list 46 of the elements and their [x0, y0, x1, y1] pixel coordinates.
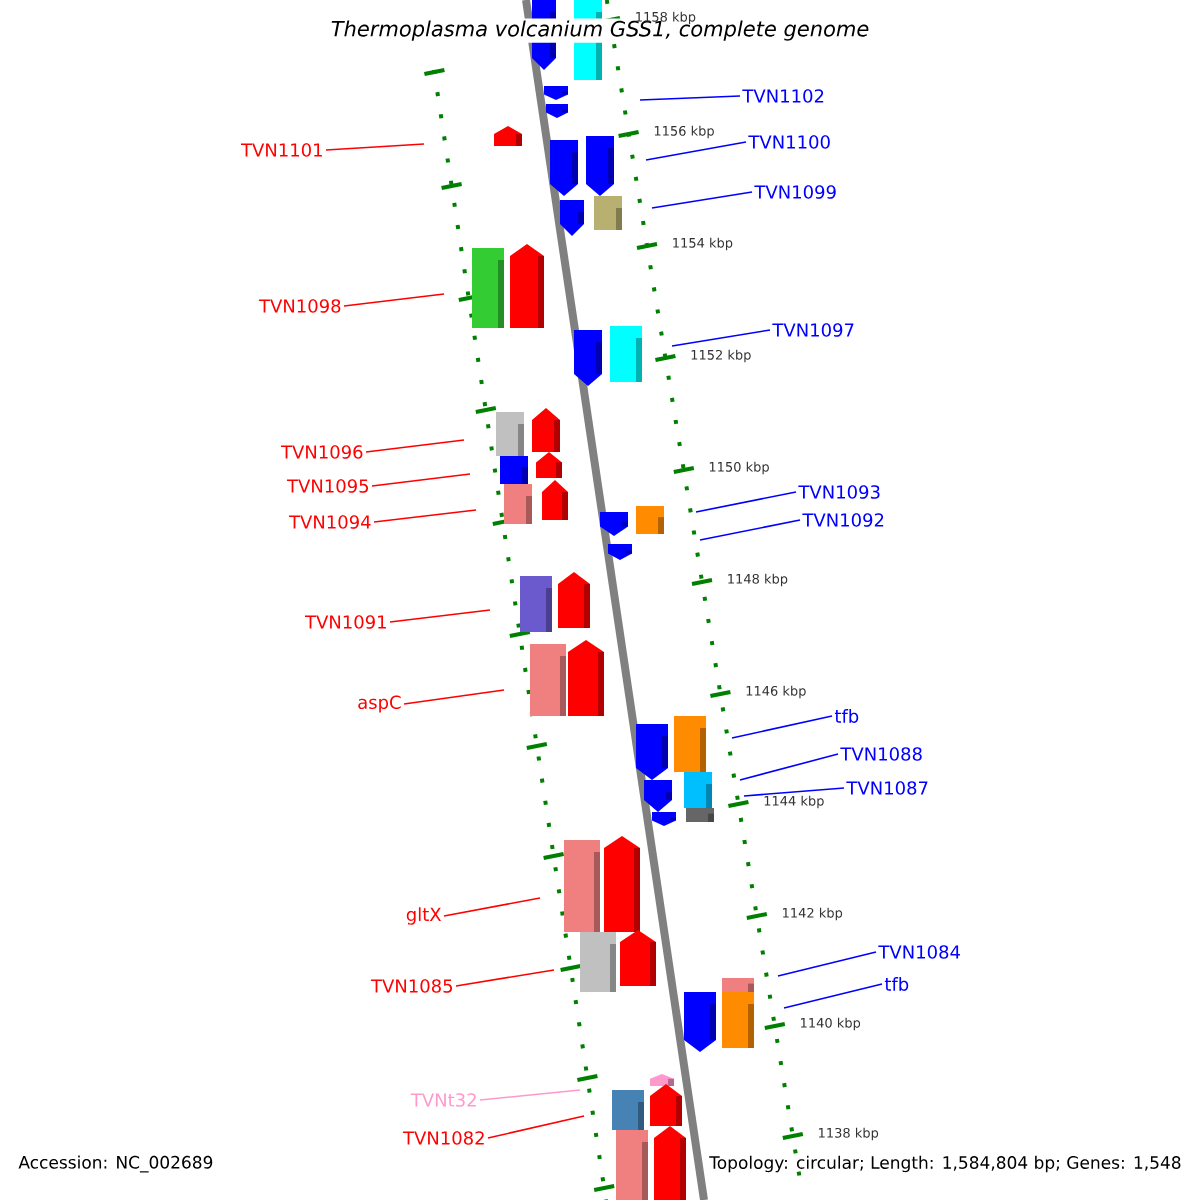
leader-line — [731, 715, 833, 739]
gene-label: TVN1096 — [280, 445, 363, 459]
leader-line — [373, 509, 477, 523]
leader-line — [403, 689, 505, 705]
leader-line — [455, 969, 555, 987]
gene-label: TVN1085 — [370, 979, 452, 993]
leader-line — [371, 473, 471, 487]
leader-line — [743, 787, 845, 797]
gene-label: tfb — [884, 977, 909, 991]
gene-label: TVN1100 — [748, 135, 830, 149]
leader-line — [639, 95, 741, 101]
gene-label: TVN1084 — [878, 945, 960, 959]
gene-label: TVN1082 — [402, 1131, 484, 1145]
accession-text: Accession: NC_002689 — [18, 1155, 213, 1173]
gene-label: TVN1102 — [742, 89, 824, 103]
gene-label: TVNt32 — [410, 1093, 476, 1107]
leader-line — [325, 143, 425, 151]
leader-line — [487, 1115, 585, 1139]
leader-line — [645, 141, 747, 161]
leader-line — [651, 191, 753, 209]
leader-line — [739, 753, 839, 781]
leader-line — [365, 439, 465, 453]
genome-info-text: Topology: circular; Length: 1,584,804 bp; Genes: 1,548 — [709, 1155, 1181, 1173]
leader-line — [777, 951, 877, 977]
gene-label: TVN1091 — [304, 615, 386, 629]
leader-line — [343, 293, 445, 307]
gene-label: aspC — [358, 695, 401, 713]
gene-label: TVN1098 — [258, 299, 341, 313]
gene-label: TVN1097 — [772, 323, 854, 337]
gene-label: TVN1095 — [286, 479, 368, 493]
leader-line — [671, 329, 771, 347]
gene-label: TVN1094 — [288, 515, 371, 529]
gene-label: TVN1101 — [240, 143, 322, 157]
gene-label: tfb — [834, 709, 859, 723]
leader-line — [695, 491, 797, 513]
gene-label: TVN1087 — [846, 781, 928, 795]
leader-line — [443, 897, 541, 917]
gene-label: TVN1093 — [798, 485, 880, 499]
leader-line — [783, 983, 883, 1009]
gene-label: TVN1092 — [802, 513, 884, 527]
gene-label: TVN1088 — [840, 747, 922, 761]
leader-line — [479, 1089, 581, 1101]
leader-line — [699, 519, 801, 541]
gene-label: TVN1099 — [754, 185, 836, 199]
leader-line — [389, 609, 491, 623]
gene-label: gltX — [406, 907, 442, 925]
